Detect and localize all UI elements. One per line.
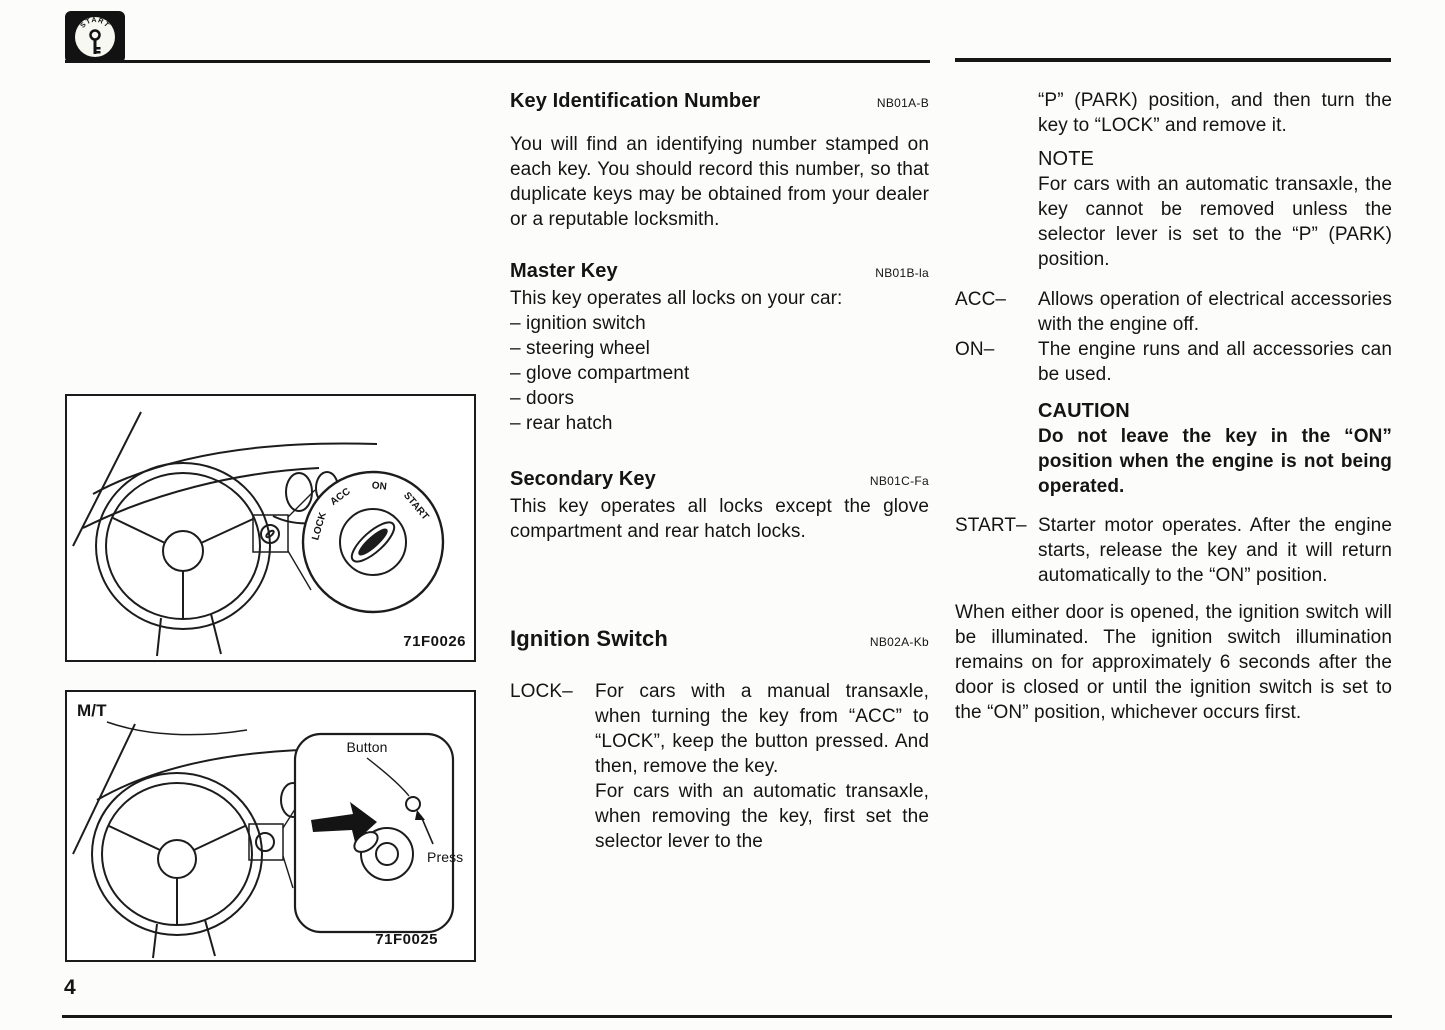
section-title: Ignition Switch: [510, 626, 668, 651]
section-heading-ignition-switch: Ignition Switch NB02A-Kb: [510, 626, 929, 655]
bottom-rule: [62, 1015, 1392, 1018]
definition-body: For cars with a manual transaxle, when t…: [595, 679, 929, 854]
start-key-icon-art: START: [65, 11, 125, 63]
turn-arrow: [311, 802, 377, 842]
section-code: NB02A-Kb: [869, 635, 929, 649]
caution-block: CAUTION Do not leave the key in the “ON”…: [1038, 399, 1392, 499]
press-arrowhead: [415, 810, 425, 820]
section-title: Secondary Key: [510, 468, 656, 490]
top-rule-right: [955, 58, 1391, 62]
list-item: – rear hatch: [510, 413, 613, 434]
note-body: For cars with an automatic transaxle, th…: [1038, 174, 1392, 270]
figure-code-71F0026: 71F0026: [403, 633, 466, 650]
page-number: 4: [64, 976, 76, 999]
definition-acc: ACC– Allows operation of electrical acce…: [955, 287, 1392, 337]
list-item: – doors: [510, 388, 575, 409]
definition-term: ACC–: [955, 289, 1007, 310]
paragraph-master-key-intro: This key operates all locks on your car:: [510, 288, 843, 309]
lock-definition-manual: For cars with a manual transaxle, when t…: [595, 681, 929, 777]
definition-term: START–: [955, 515, 1027, 536]
column-middle-text: Key Identification Number NB01A-B You wi…: [510, 88, 929, 854]
section-code: NB01B-la: [875, 266, 929, 280]
lock-definition-continuation: “P” (PARK) position, and then turn the k…: [1038, 90, 1392, 136]
section-title: Key Identification Number: [510, 90, 761, 112]
figure-ignition-switch-positions: LOCK ACC ON START 71F0026: [65, 394, 476, 662]
list-item: – steering wheel: [510, 338, 650, 359]
section-heading-key-identification: Key Identification Number NB01A-B: [510, 88, 929, 116]
start-key-icon: START: [64, 10, 126, 64]
paragraph-key-identification: You will find an identifying number stam…: [510, 134, 929, 230]
section-title: Master Key: [510, 260, 618, 282]
definition-lock: LOCK– For cars with a manual transaxle, …: [510, 679, 929, 854]
column-right-text: “P” (PARK) position, and then turn the k…: [955, 88, 1392, 725]
note-title: NOTE: [1038, 148, 1094, 170]
definition-body: Starter motor operates. After the engine…: [1038, 515, 1392, 586]
label-button: Button: [346, 739, 387, 755]
section-code: NB01C-Fa: [869, 474, 929, 488]
list-item: – ignition switch: [510, 313, 646, 334]
dial-label-on: ON: [371, 480, 387, 493]
list-item: – glove compartment: [510, 363, 690, 384]
top-rule-left: [65, 60, 930, 63]
definition-body: Allows operation of electrical accessori…: [1038, 289, 1392, 335]
definition-body: The engine runs and all accessories can …: [1038, 339, 1392, 385]
definition-start: START– Starter motor operates. After the…: [955, 513, 1392, 588]
definition-term: LOCK–: [510, 681, 573, 702]
lock-definition-automatic: For cars with an automatic transaxle, wh…: [595, 781, 929, 852]
master-key-lock-list: – ignition switch – steering wheel – glo…: [510, 311, 929, 436]
figure-code-71F0025: 71F0025: [375, 931, 438, 948]
definition-term: ON–: [955, 339, 995, 360]
caution-body: Do not leave the key in the “ON” positio…: [1038, 426, 1392, 497]
label-press: Press: [427, 849, 463, 865]
section-heading-secondary-key: Secondary Key NB01C-Fa: [510, 466, 929, 494]
label-manual-transaxle: M/T: [77, 701, 107, 720]
section-code: NB01A-B: [876, 96, 929, 110]
section-heading-master-key: Master Key NB01B-la: [510, 258, 929, 286]
paragraph-door-illumination: When either door is opened, the ignition…: [955, 602, 1392, 723]
ignition-switch-illustration: LOCK ACC ON START: [72, 411, 445, 657]
key-shaft: [93, 39, 97, 54]
figure-ignition-button: M/T Button Press 71F0025: [65, 690, 476, 962]
caution-title: CAUTION: [1038, 400, 1130, 422]
ignition-button-illustration: M/T Button Press: [72, 701, 463, 959]
definition-on: ON– The engine runs and all accessories …: [955, 337, 1392, 387]
paragraph-secondary-key: This key operates all locks except the g…: [510, 496, 929, 542]
